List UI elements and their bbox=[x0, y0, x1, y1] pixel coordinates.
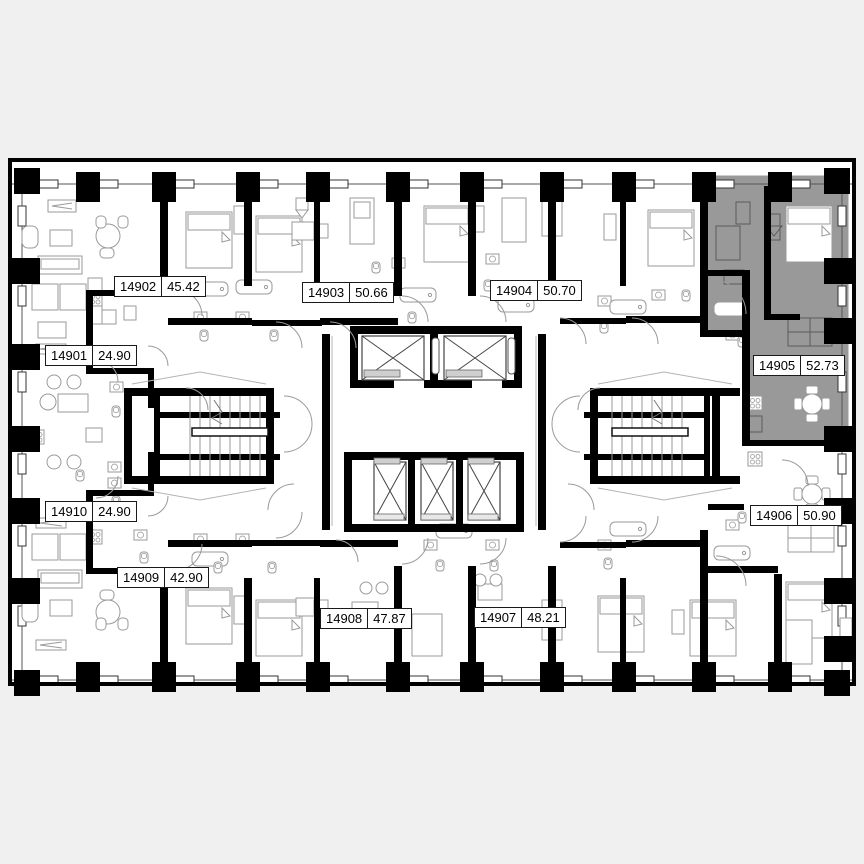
elevator-cabs bbox=[361, 335, 516, 521]
elevator-4 bbox=[420, 457, 454, 521]
unit-area: 50.90 bbox=[797, 506, 841, 525]
unit-number: 14906 bbox=[756, 508, 793, 523]
unit-area: 48.21 bbox=[521, 608, 565, 627]
unit-label-14907[interactable]: 14907 48.21 bbox=[474, 607, 566, 628]
unit-area: 50.66 bbox=[349, 283, 393, 302]
unit-number: 14904 bbox=[496, 283, 533, 298]
unit-label-14904[interactable]: 14904 50.70 bbox=[490, 280, 582, 301]
elevator-2 bbox=[443, 335, 507, 381]
unit-number: 14905 bbox=[759, 358, 796, 373]
unit-label-14903[interactable]: 14903 50.66 bbox=[302, 282, 394, 303]
unit-number: 14908 bbox=[326, 611, 363, 626]
unit-number: 14901 bbox=[51, 348, 88, 363]
elevator-3 bbox=[373, 457, 407, 521]
structural-columns bbox=[8, 168, 856, 696]
unit-number: 14902 bbox=[120, 279, 157, 294]
elevator-1 bbox=[361, 335, 425, 381]
unit-label-14906[interactable]: 14906 50.90 bbox=[750, 505, 842, 526]
unit-number: 14907 bbox=[480, 610, 517, 625]
unit-label-14910[interactable]: 14910 24.90 bbox=[45, 501, 137, 522]
unit-area: 47.87 bbox=[367, 609, 411, 628]
partition-hint-lines bbox=[131, 336, 733, 526]
door-swings bbox=[95, 279, 809, 587]
unit-area: 24.90 bbox=[92, 346, 136, 365]
unit-area: 45.42 bbox=[161, 277, 205, 296]
unit-label-14902[interactable]: 14902 45.42 bbox=[114, 276, 206, 297]
unit-area: 24.90 bbox=[92, 502, 136, 521]
stair-right bbox=[611, 396, 689, 476]
unit-label-14905[interactable]: 14905 52.73 bbox=[753, 355, 845, 376]
unit-area: 50.70 bbox=[537, 281, 581, 300]
unit-label-14909[interactable]: 14909 42.90 bbox=[117, 567, 209, 588]
unit-label-14908[interactable]: 14908 47.87 bbox=[320, 608, 412, 629]
elevator-5 bbox=[467, 457, 501, 521]
stair-left bbox=[189, 396, 269, 476]
unit-number: 14903 bbox=[308, 285, 345, 300]
unit-area: 52.73 bbox=[800, 356, 844, 375]
unit-number: 14909 bbox=[123, 570, 160, 585]
unit-area: 42.90 bbox=[164, 568, 208, 587]
unit-number: 14910 bbox=[51, 504, 88, 519]
unit-label-14901[interactable]: 14901 24.90 bbox=[45, 345, 137, 366]
